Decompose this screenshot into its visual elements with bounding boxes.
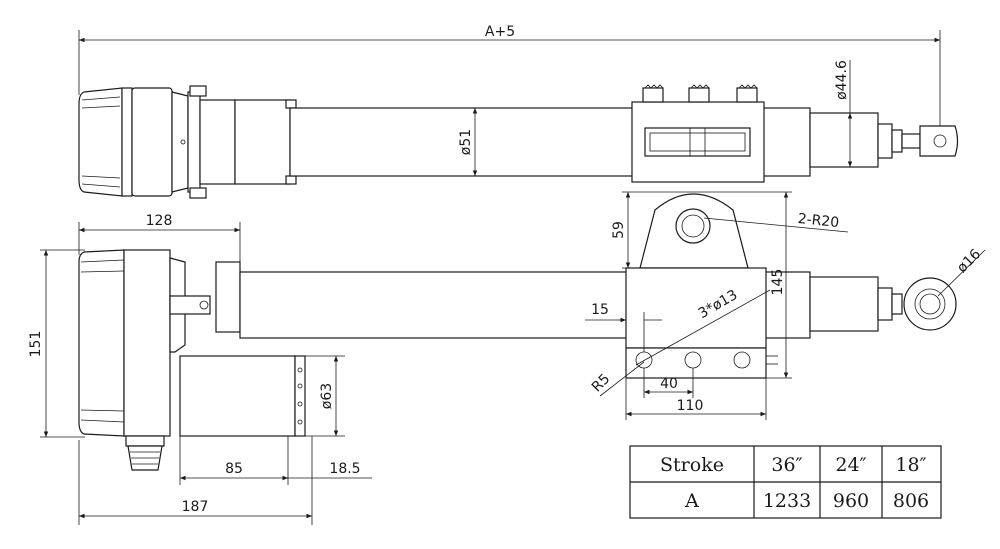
table-cell-1233: 1233: [763, 490, 811, 512]
top-view: A+5 ø51: [78, 24, 959, 199]
top-motor: [78, 85, 297, 199]
table-header-36: 36″: [771, 454, 802, 476]
table-header-18: 18″: [895, 454, 926, 476]
front-bracket: [625, 193, 778, 379]
table-header-stroke: Stroke: [660, 454, 724, 476]
front-rod: [809, 276, 879, 332]
tube-diameter-label: ø51: [458, 129, 474, 155]
motor-width-label: 128: [146, 213, 173, 229]
bracket-radius-label: 2-R20: [797, 211, 840, 231]
corner-radius-label: R5: [589, 371, 613, 395]
stroke-table: Stroke 36″ 24″ 18″ A 1233 960 806: [629, 445, 942, 519]
table-cell-a: A: [684, 490, 699, 512]
mount-height-label: 145: [770, 269, 786, 296]
table-header-24: 24″: [835, 454, 866, 476]
motor-height-label: 151: [28, 331, 44, 358]
rod-diameter-label: ø44.6: [834, 60, 850, 100]
hole-offset-label: 15: [591, 302, 609, 318]
eye-diameter-label: ø16: [954, 246, 984, 276]
top-rod: [809, 112, 879, 168]
table-cell-960: 960: [833, 490, 869, 512]
motor-diameter-label: ø63: [319, 383, 335, 409]
table-cell-806: 806: [893, 490, 929, 512]
motor-length-label: 85: [225, 461, 243, 477]
plate-width-label: 110: [677, 398, 704, 414]
overall-length-label: A+5: [485, 24, 515, 40]
motor-offset-label: 18.5: [329, 461, 360, 477]
bracket-height-label: 59: [611, 221, 627, 239]
top-clamp-block: [631, 84, 765, 183]
total-width-label: 187: [182, 499, 209, 515]
front-motor: [78, 249, 306, 471]
hole-spacing-label: 40: [660, 376, 678, 392]
